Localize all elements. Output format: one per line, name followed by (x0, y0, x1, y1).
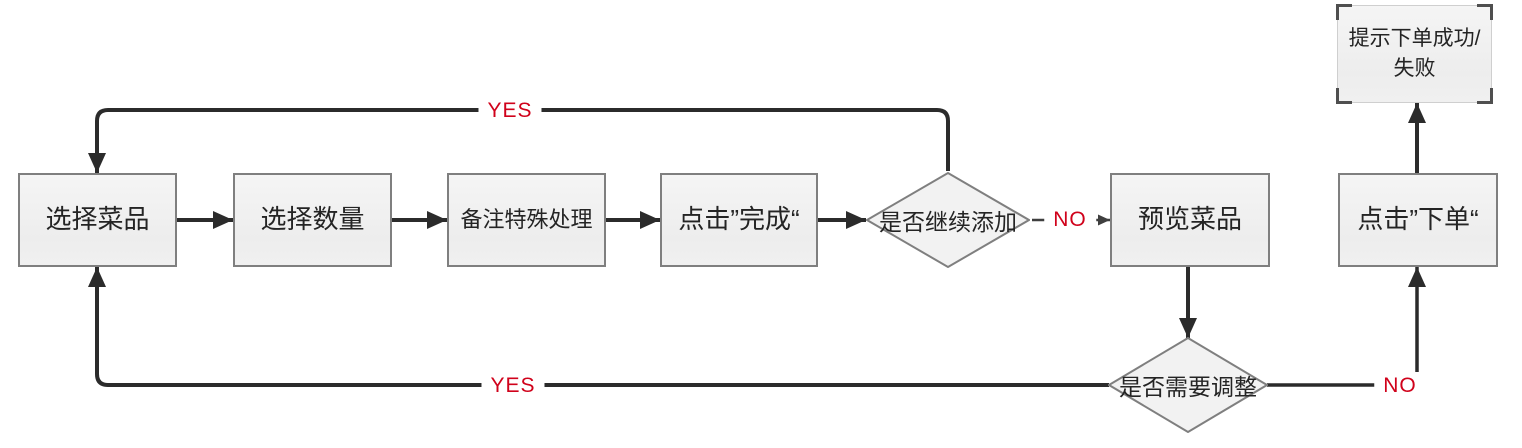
node-decision-continue-adding-label: 是否继续添加 (879, 209, 1017, 235)
node-preview-dishes-label: 预览菜品 (1137, 204, 1242, 235)
node-select-quantity-label: 选择数量 (260, 204, 365, 235)
node-note-special-label: 备注特殊处理 (460, 206, 593, 232)
diamond-shape (1108, 337, 1268, 433)
edge-yes-bottom-loop (88, 267, 1109, 387)
node-click-order: 点击”下单“ (1338, 173, 1498, 267)
edge-label-no-mid: NO (1044, 206, 1096, 234)
frame-corner-bottom-right-icon (1477, 88, 1493, 104)
node-note-special: 备注特殊处理 (447, 173, 606, 267)
node-decision-need-adjustment-label: 是否需要调整 (1119, 374, 1257, 400)
node-select-dish: 选择菜品 (18, 173, 177, 267)
node-preview-dishes: 预览菜品 (1110, 173, 1270, 267)
node-decision-need-adjustment: 是否需要调整 (1108, 337, 1268, 433)
frame-corner-top-left-icon (1336, 4, 1352, 20)
node-select-quantity: 选择数量 (233, 173, 392, 267)
node-order-result: 提示下单成功/失败 (1336, 4, 1493, 104)
frame-corner-top-right-icon (1477, 4, 1493, 20)
node-click-order-label: 点击”下单“ (1357, 204, 1479, 235)
node-decision-continue-adding: 是否继续添加 (866, 172, 1030, 268)
frame-corner-bottom-left-icon (1336, 88, 1352, 104)
diamond-shape (866, 172, 1030, 268)
node-click-done: 点击”完成“ (660, 173, 818, 267)
edge-label-yes-bottom: YES (481, 372, 545, 400)
node-order-result-label: 提示下单成功/失败 (1348, 26, 1481, 80)
edge-label-no-bottom: NO (1374, 372, 1426, 400)
node-click-done-label: 点击”完成“ (678, 204, 800, 235)
node-select-dish-label: 选择菜品 (45, 204, 150, 235)
edge-label-yes-top: YES (478, 97, 542, 125)
edge-no-to-click-order (1267, 267, 1426, 387)
